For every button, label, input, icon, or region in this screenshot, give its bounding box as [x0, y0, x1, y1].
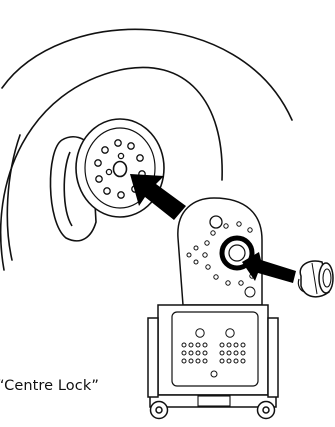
- tool-right-leg: [268, 318, 278, 397]
- centre-lock-caption: “Centre Lock”: [0, 378, 99, 394]
- brake-disc: [76, 119, 164, 217]
- centre-lock-tool: [148, 198, 278, 419]
- tool-base: [150, 395, 276, 407]
- wheel-arch-outer-arc: [2, 29, 292, 120]
- centre-lock-nut: [298, 261, 333, 297]
- tool-left-leg: [148, 318, 158, 397]
- hub-centre-bore: [114, 162, 127, 177]
- tool-lower-body: [158, 305, 268, 395]
